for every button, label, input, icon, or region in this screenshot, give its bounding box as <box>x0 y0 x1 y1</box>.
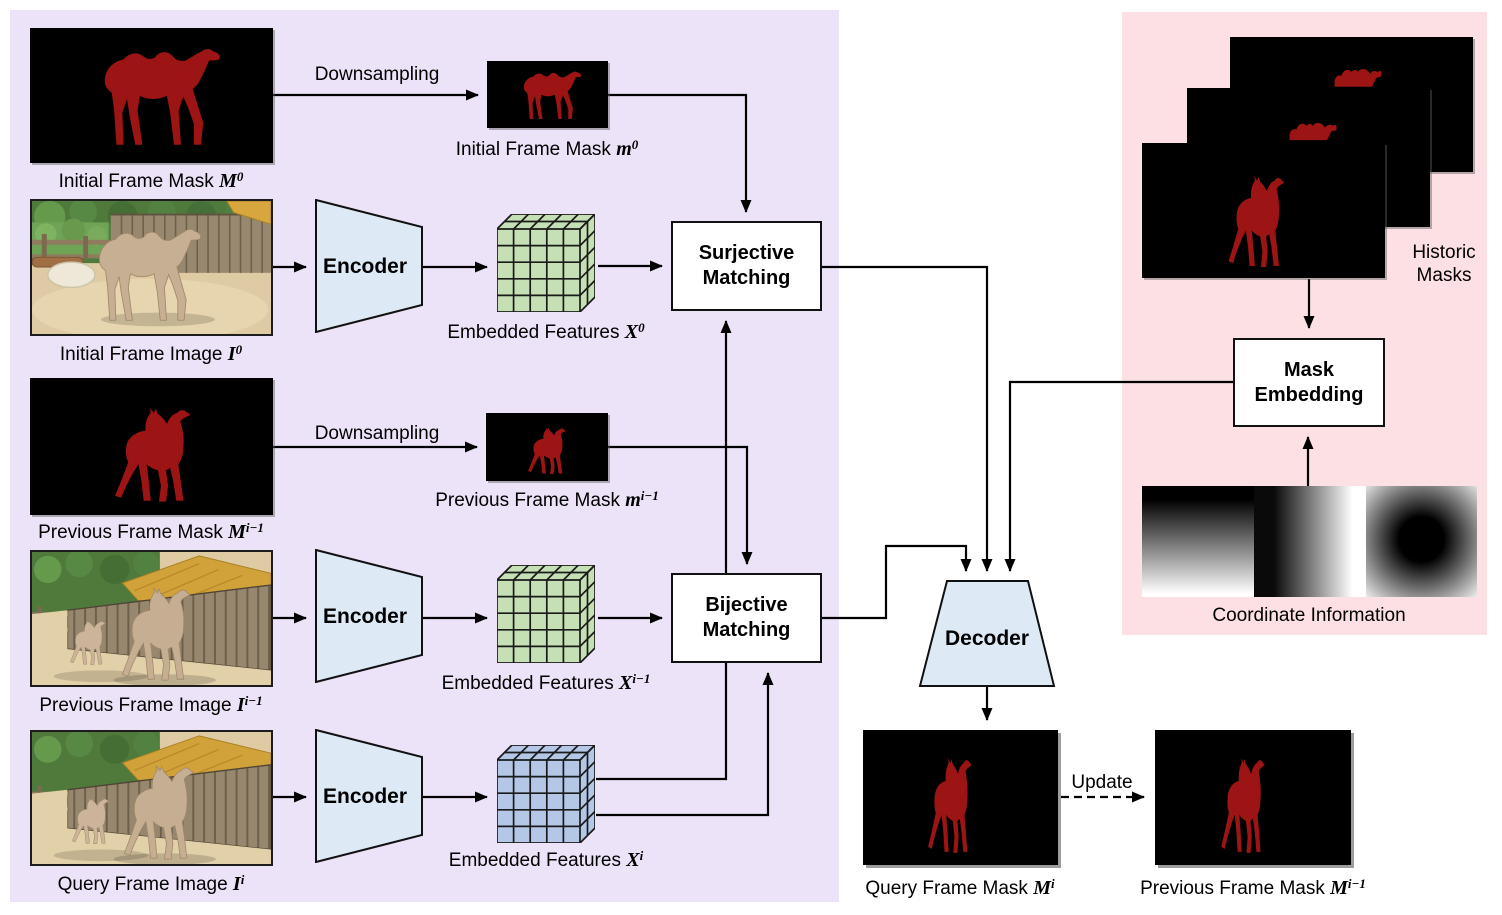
previous-frame-image <box>30 550 273 687</box>
encoder-initial: Encoder <box>315 199 423 333</box>
previous-frame-mask-image <box>30 378 273 515</box>
label-previous-frame-image-I: Previous Frame Image Ii−1 <box>39 693 263 716</box>
svg-text:Decoder: Decoder <box>945 627 1029 650</box>
coordinate-gradient-radial <box>1366 486 1477 597</box>
encoder-previous: Encoder <box>315 549 423 683</box>
label-embedded-features-X-prev: Embedded Features Xi−1 <box>441 671 651 694</box>
query-frame-image <box>30 730 273 866</box>
label-embedded-features-X0: Embedded Features X0 <box>447 320 645 343</box>
mask-embedding-line2: Embedding <box>1254 383 1364 406</box>
bijective-matching-box: Bijective Matching <box>671 573 822 663</box>
initial-frame-image <box>30 199 273 336</box>
camel-photo-side <box>32 201 271 334</box>
historic-mask-front-image <box>1142 143 1385 278</box>
camel-lying-silhouette <box>1289 122 1337 140</box>
label-initial-frame-image-I0: Initial Frame Image I0 <box>59 342 243 365</box>
camel-rear-silhouette <box>528 427 567 475</box>
previous-frame-mask-small-image <box>486 413 608 481</box>
surjective-matching-box: Surjective Matching <box>671 221 822 311</box>
mask-embedding-box: Mask Embedding <box>1233 338 1385 427</box>
bijective-matching-line1: Bijective <box>705 594 788 616</box>
label-previous-frame-mask-M-out: Previous Frame Mask Mi−1 <box>1140 876 1366 899</box>
label-coordinate-information: Coordinate Information <box>1212 605 1406 626</box>
camel-rear-silhouette <box>1228 176 1285 268</box>
label-initial-frame-mask-M0: Initial Frame Mask M0 <box>58 169 244 192</box>
previous-frame-mask-updated-image <box>1155 730 1351 865</box>
label-downsampling-previous: Downsampling <box>314 423 440 444</box>
embedded-features-Xprev-cube <box>496 564 596 664</box>
label-previous-frame-mask-m: Previous Frame Mask mi−1 <box>435 488 659 511</box>
decoder: Decoder <box>918 580 1056 687</box>
initial-frame-mask-image <box>30 28 273 163</box>
line-embedding-to-decoder <box>1004 380 1233 572</box>
line-surjective-to-decoder <box>822 265 993 572</box>
initial-frame-mask-small-image <box>487 61 608 128</box>
label-update: Update <box>1071 772 1133 793</box>
surjective-matching-line2: Matching <box>702 267 791 289</box>
line-mi1-to-bijective <box>608 445 753 565</box>
coordinate-gradient-vertical <box>1142 486 1254 597</box>
label-embedded-features-X-query: Embedded Features Xi <box>448 848 644 871</box>
camel-rear-silhouette <box>1220 757 1265 853</box>
camel-side-silhouette <box>104 49 221 146</box>
camel-side-silhouette <box>524 71 582 120</box>
camel-rear-silhouette <box>114 407 191 502</box>
embedded-features-X0-cube <box>496 213 596 313</box>
camel-photo-rear <box>32 732 271 864</box>
surjective-matching-line1: Surjective <box>698 242 795 264</box>
bijective-matching-line2: Matching <box>702 619 791 641</box>
line-m0-to-surjective <box>608 93 752 213</box>
label-query-frame-mask-M: Query Frame Mask Mi <box>865 876 1055 899</box>
line-Xi-to-surjective <box>596 320 732 781</box>
embedded-features-Xquery-cube <box>496 744 596 844</box>
coordinate-gradient-horizontal <box>1254 486 1366 597</box>
svg-text:Encoder: Encoder <box>323 605 407 628</box>
query-frame-mask-output-image <box>863 730 1058 865</box>
label-previous-frame-mask-M: Previous Frame Mask Mi−1 <box>38 520 264 543</box>
svg-text:Encoder: Encoder <box>323 255 407 278</box>
line-Xi-to-bijective <box>596 672 774 817</box>
camel-photo-rear <box>32 552 271 685</box>
mask-embedding-line1: Mask <box>1283 358 1335 381</box>
label-initial-frame-mask-m0: Initial Frame Mask m0 <box>455 137 639 160</box>
encoder-query: Encoder <box>315 729 423 863</box>
line-bijective-to-decoder <box>822 544 972 620</box>
label-query-frame-image-I: Query Frame Image Ii <box>57 872 245 895</box>
svg-text:Encoder: Encoder <box>323 785 407 808</box>
label-downsampling-initial: Downsampling <box>314 64 440 85</box>
